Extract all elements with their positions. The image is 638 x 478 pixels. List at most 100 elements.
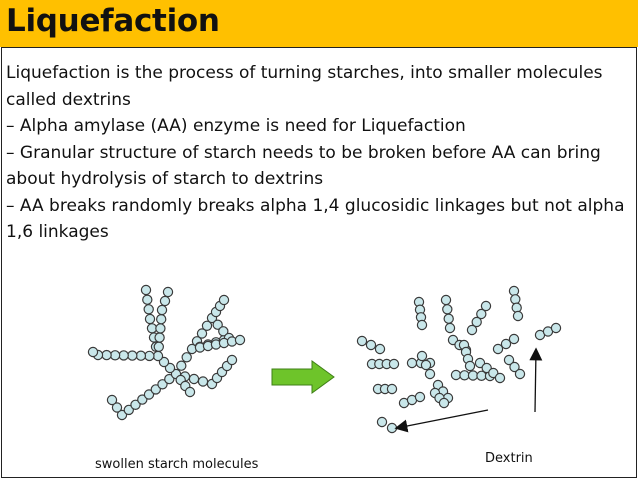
- body-text: Liquefaction is the process of turning s…: [6, 60, 634, 246]
- glucose-bead: [143, 304, 154, 315]
- glucose-bead: [157, 379, 168, 390]
- glucose-bead: [144, 350, 155, 362]
- glucose-bead: [123, 404, 135, 416]
- glucose-bead: [150, 384, 161, 395]
- glucose-bead: [550, 322, 562, 334]
- glucose-bead: [365, 339, 377, 351]
- glucose-bead: [143, 389, 155, 400]
- glucose-bead: [509, 361, 520, 373]
- glucose-bead: [181, 352, 192, 363]
- glucose-bead: [135, 350, 147, 361]
- glucose-bead: [159, 295, 171, 307]
- glucose-bead: [158, 356, 170, 368]
- text-line: about hydrolysis of starch to dextrins: [6, 169, 324, 189]
- glucose-bead: [508, 333, 520, 345]
- glucose-bead: [137, 394, 148, 405]
- glucose-bead: [164, 362, 176, 374]
- glucose-bead: [184, 386, 196, 398]
- glucose-bead: [140, 284, 152, 296]
- glucose-bead: [196, 328, 208, 339]
- glucose-bead: [155, 314, 167, 325]
- glucose-bead: [386, 383, 398, 395]
- glucose-bead: [466, 324, 478, 336]
- glucose-bead: [142, 294, 153, 305]
- glucose-bead: [508, 285, 520, 297]
- slide-title: Liquefaction: [6, 3, 220, 39]
- glucose-bead: [127, 350, 138, 361]
- glucose-bead: [130, 399, 141, 410]
- glucose-bead: [386, 422, 398, 434]
- glucose-bead: [234, 334, 246, 346]
- glucose-bead: [424, 368, 436, 380]
- glucose-bead: [416, 319, 428, 331]
- glucose-bead: [406, 357, 418, 369]
- glucose-bead: [197, 376, 209, 387]
- glucose-bead: [471, 316, 482, 328]
- glucose-bead: [444, 322, 456, 334]
- text-line: 1,6 linkages: [6, 222, 109, 242]
- right-caption: Dextrin: [485, 451, 533, 466]
- glucose-bead: [164, 373, 175, 385]
- glucose-bead: [510, 294, 521, 305]
- glucose-bead: [476, 308, 487, 320]
- text-line: – Granular structure of starch needs to …: [6, 142, 601, 163]
- glucose-bead: [376, 416, 388, 428]
- content-box: [1, 47, 637, 478]
- glucose-bead: [511, 302, 522, 313]
- glucose-bead: [109, 350, 121, 361]
- glucose-bead: [450, 369, 462, 381]
- glucose-bead: [155, 323, 166, 334]
- glucose-bead: [156, 304, 168, 316]
- glucose-bead: [201, 320, 213, 331]
- glucose-bead: [440, 294, 452, 306]
- glucose-bead: [118, 350, 129, 361]
- glucose-bead: [154, 332, 165, 343]
- glucose-bead: [162, 286, 174, 298]
- glucose-bead: [492, 343, 504, 355]
- glucose-bead: [212, 319, 223, 330]
- glucose-bead: [116, 409, 128, 421]
- glucose-bead: [416, 350, 428, 362]
- glucose-bead: [111, 402, 123, 413]
- glucose-bead: [356, 335, 368, 347]
- left-caption: swollen starch molecules: [95, 457, 259, 472]
- glucose-bead: [153, 341, 164, 352]
- glucose-bead: [442, 304, 453, 315]
- glucose-bead: [152, 350, 164, 362]
- text-line: – Alpha amylase (AA) enzyme is need for …: [6, 116, 466, 136]
- glucose-bead: [414, 391, 426, 403]
- swollen-starch-molecule: [87, 284, 246, 421]
- glucose-bead: [218, 326, 229, 337]
- glucose-bead: [106, 394, 118, 406]
- text-line: – AA breaks randomly breaks alpha 1,4 gl…: [6, 195, 625, 216]
- glucose-bead: [374, 343, 386, 355]
- glucose-bead: [514, 368, 526, 380]
- glucose-bead: [420, 359, 432, 371]
- glucose-bead: [494, 372, 506, 384]
- glucose-bead: [512, 310, 524, 322]
- glucose-bead: [388, 358, 400, 370]
- glucose-bead: [188, 373, 200, 385]
- glucose-bead: [218, 294, 230, 306]
- reaction-arrow-icon: [271, 360, 335, 394]
- glucose-bead: [101, 349, 112, 361]
- pointer-arrow-icon: [394, 409, 489, 433]
- glucose-bead: [438, 397, 450, 409]
- glucose-bead: [87, 346, 99, 358]
- glucose-bead: [467, 370, 479, 381]
- glucose-bead: [503, 354, 515, 366]
- glucose-bead: [500, 338, 512, 350]
- glucose-bead: [144, 313, 156, 325]
- glucose-bead: [176, 360, 187, 371]
- title-bar: [0, 0, 638, 47]
- text-line: called dextrins: [6, 89, 131, 110]
- glucose-bead: [464, 360, 476, 372]
- pointer-arrow-icon: [529, 347, 543, 413]
- glucose-bead: [443, 313, 454, 324]
- text-line: Liquefaction is the process of turning s…: [6, 63, 603, 83]
- dextrin-fragments: [356, 285, 562, 434]
- glucose-bead: [226, 354, 238, 366]
- glucose-bead: [459, 370, 470, 381]
- glucose-bead: [480, 300, 492, 312]
